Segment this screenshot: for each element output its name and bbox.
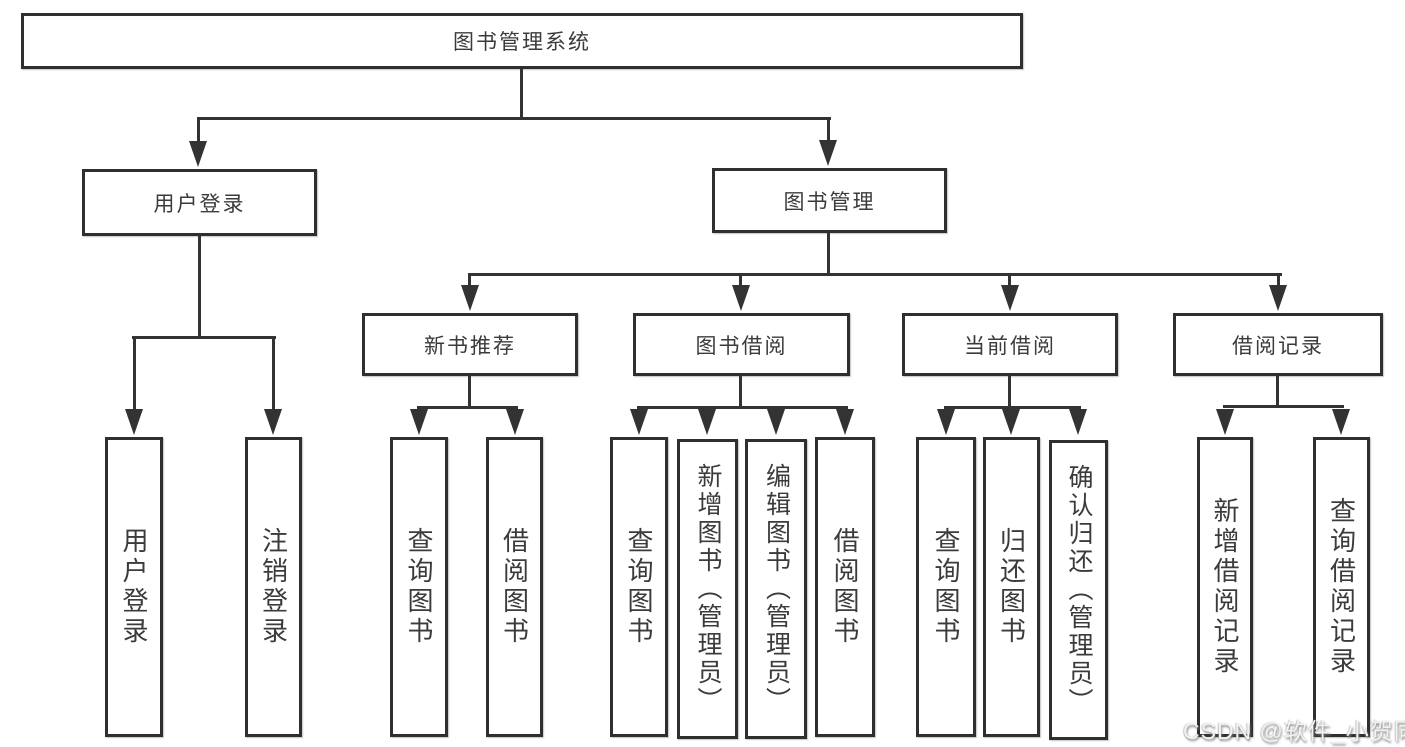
arrow-down-icon <box>264 409 282 435</box>
connector-line <box>1223 405 1344 408</box>
arrow-down-icon <box>1069 409 1087 435</box>
arrow-down-icon <box>732 285 750 311</box>
connector-line <box>417 406 518 409</box>
arrow-down-icon <box>461 285 479 311</box>
leaf-current-query: 查询图书 <box>916 437 976 737</box>
arrow-down-icon <box>836 409 854 435</box>
arrow-down-icon <box>819 140 837 166</box>
arrow-down-icon <box>767 409 785 435</box>
node-user-login: 用户登录 <box>82 169 317 236</box>
watermark: CSDN @软件_小贺同学 <box>1183 718 1405 744</box>
leaf-borrow-edit-admin: 编辑图书（管理员） <box>745 439 807 739</box>
arrow-down-icon <box>506 409 524 435</box>
leaf-current-return: 归还图书 <box>983 437 1040 737</box>
leaf-newbooks-query: 查询图书 <box>390 437 448 737</box>
arrow-down-icon <box>1001 285 1019 311</box>
arrow-down-icon <box>1216 409 1234 435</box>
arrow-down-icon <box>125 409 143 435</box>
connector-line <box>132 336 276 339</box>
connector-line <box>468 376 471 408</box>
connector-line <box>827 120 830 146</box>
connector-line <box>272 339 275 413</box>
arrow-down-icon <box>410 409 428 435</box>
connector-line <box>1276 376 1279 407</box>
connector-line <box>468 276 471 290</box>
node-borrow-records: 借阅记录 <box>1173 313 1383 376</box>
connector-line <box>197 117 831 120</box>
node-root: 图书管理系统 <box>21 13 1023 69</box>
connector-line <box>468 273 1282 276</box>
node-current-borrow: 当前借阅 <box>902 313 1118 376</box>
leaf-borrow-add-admin: 新增图书（管理员） <box>677 439 738 739</box>
connector-line <box>198 236 201 339</box>
connector-line <box>133 339 136 413</box>
node-book-borrow: 图书借阅 <box>633 313 850 376</box>
connector-line <box>1008 376 1011 408</box>
connector-line <box>637 406 848 409</box>
arrow-down-icon <box>937 409 955 435</box>
leaf-records-query: 查询借阅记录 <box>1313 437 1370 737</box>
connector-line <box>1277 276 1280 290</box>
connector-line <box>739 376 742 408</box>
node-new-books: 新书推荐 <box>362 313 578 376</box>
arrow-down-icon <box>1269 285 1287 311</box>
node-book-mgmt: 图书管理 <box>712 168 947 233</box>
leaf-newbooks-borrow: 借阅图书 <box>486 437 543 737</box>
connector-line <box>827 233 830 276</box>
connector-line <box>739 276 742 290</box>
leaf-records-add: 新增借阅记录 <box>1197 437 1253 737</box>
arrow-down-icon <box>1332 409 1350 435</box>
connector-line <box>1008 276 1011 290</box>
leaf-borrow-borrow: 借阅图书 <box>815 437 875 737</box>
arrow-down-icon <box>698 409 716 435</box>
connector-line <box>520 69 523 120</box>
connector-line <box>197 120 200 148</box>
connector-line <box>944 406 1081 409</box>
leaf-logout: 注销登录 <box>245 437 302 737</box>
leaf-user-login: 用户登录 <box>105 437 163 737</box>
leaf-current-confirm-admin: 确认归还（管理员） <box>1049 440 1108 740</box>
leaf-borrow-query: 查询图书 <box>610 437 668 737</box>
arrow-down-icon <box>189 141 207 167</box>
arrow-down-icon <box>630 409 648 435</box>
arrow-down-icon <box>1002 409 1020 435</box>
